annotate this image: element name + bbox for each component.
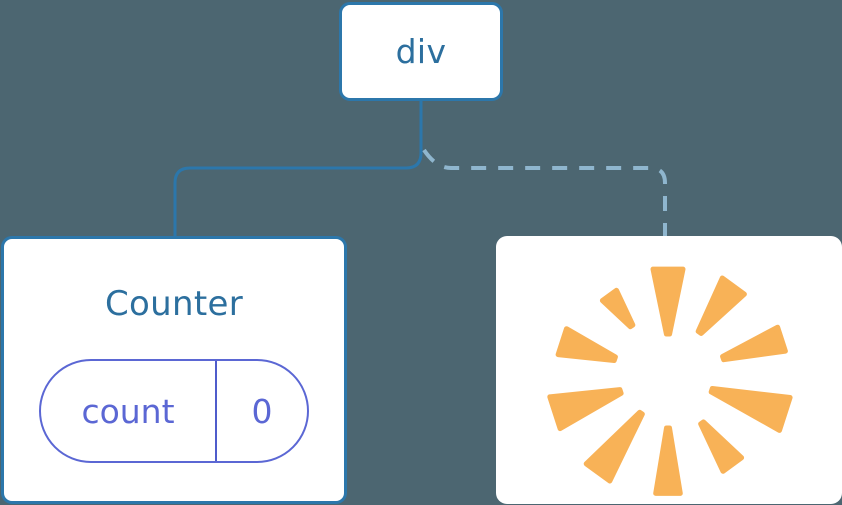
node-spinner[interactable] — [496, 236, 842, 504]
spinner-spike-0 — [650, 266, 686, 337]
spinner-spike-4 — [698, 419, 745, 474]
edge-div-to-spinner — [422, 148, 667, 236]
spinner-spike-3 — [708, 386, 793, 433]
starburst-spinner-icon — [547, 266, 793, 496]
spinner-spike-9 — [599, 287, 636, 330]
edge-div-to-counter — [173, 101, 423, 236]
node-counter[interactable]: Counter count 0 — [1, 236, 347, 504]
state-pill[interactable]: count 0 — [39, 359, 309, 463]
node-div[interactable]: div — [339, 2, 503, 101]
spinner-spike-7 — [547, 387, 624, 432]
node-div-label: div — [395, 32, 447, 71]
spinner-spike-6 — [583, 409, 645, 484]
state-key-label: count — [81, 391, 175, 431]
spinner-spike-5 — [653, 425, 683, 496]
spinner-spike-8 — [555, 326, 618, 363]
node-counter-title: Counter — [105, 284, 243, 324]
state-pill-divider — [215, 361, 217, 461]
state-value-label: 0 — [251, 391, 273, 431]
spinner-spike-1 — [695, 275, 747, 336]
spinner-spike-2 — [720, 324, 788, 363]
